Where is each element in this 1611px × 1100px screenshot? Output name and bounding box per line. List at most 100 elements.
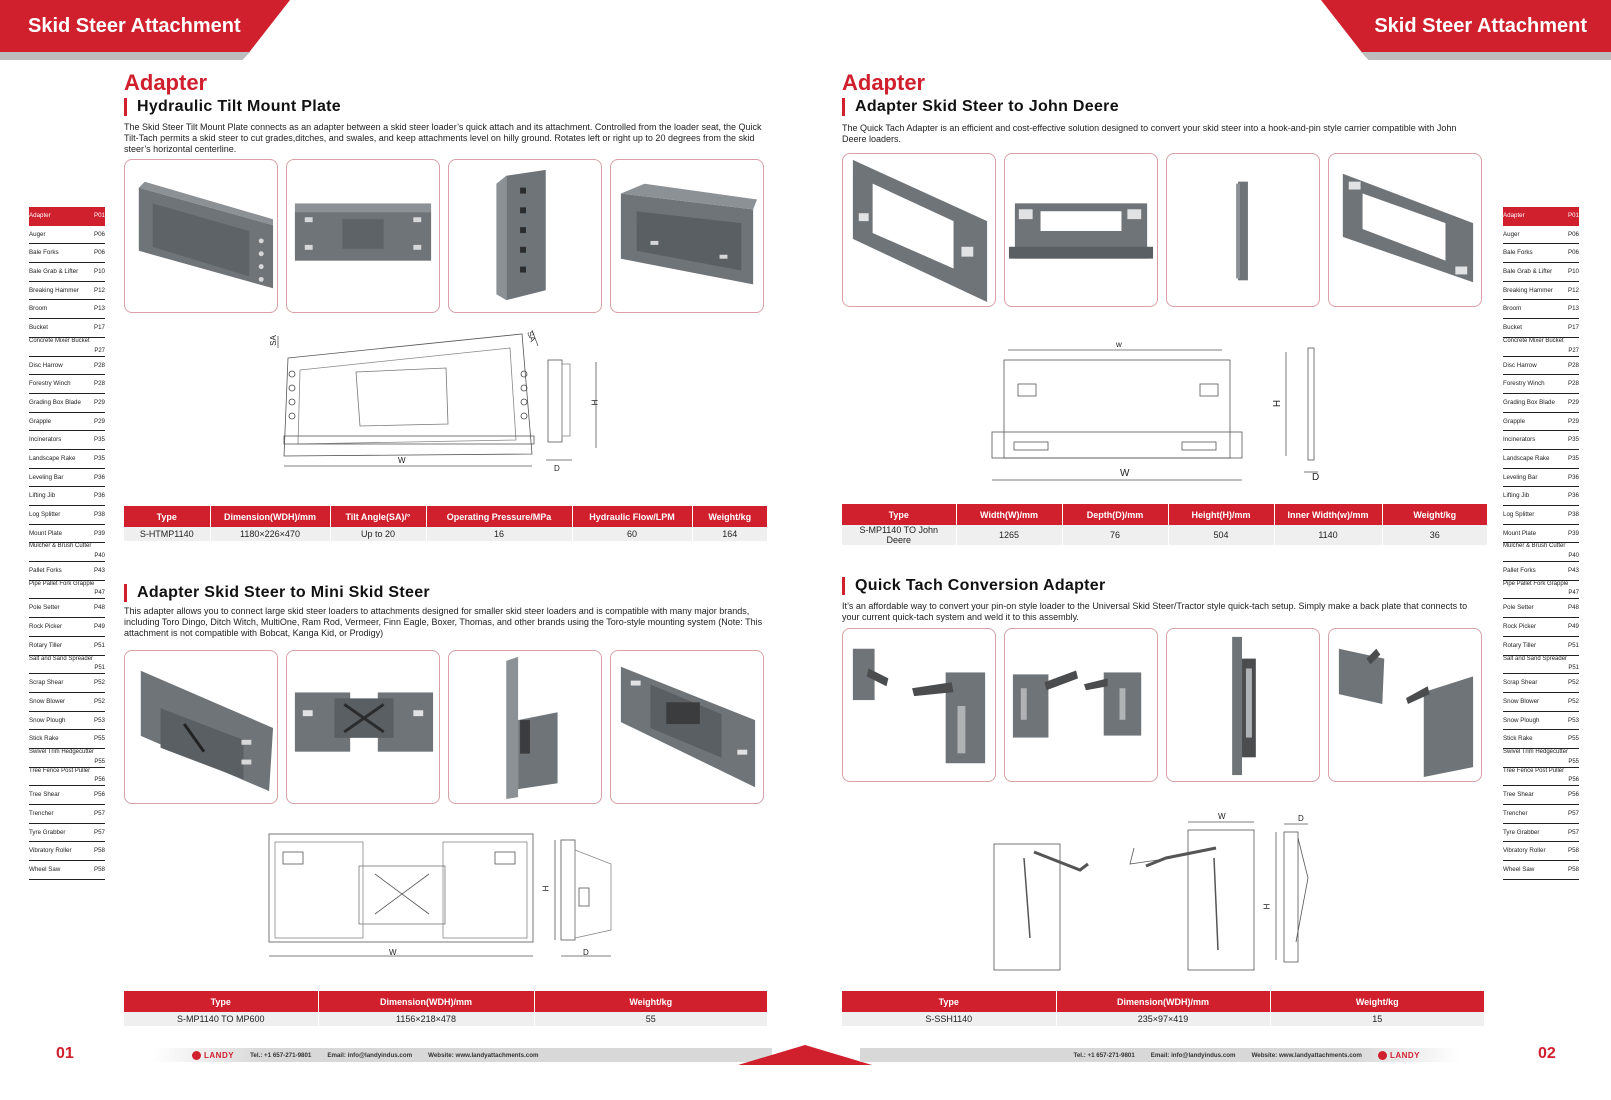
- index-item[interactable]: Wheel Saw P58: [1503, 861, 1579, 880]
- index-item-label: Pipe Pallet Fork Grapple: [1503, 580, 1569, 587]
- left-product2-description: This adapter allows you to connect large…: [124, 606, 763, 638]
- table-cell: 164: [692, 527, 767, 541]
- table-header-row: Type Dimension(WDH)/mm Weight/kg: [124, 991, 767, 1012]
- index-item-label: Landscape Rake: [1503, 454, 1550, 462]
- index-item-page: P28: [1567, 361, 1579, 369]
- index-item-page: P12: [93, 286, 105, 294]
- header-banner-shadow-left: [0, 52, 250, 60]
- index-item-page: P36: [1567, 473, 1579, 481]
- index-item-label: Wheel Saw: [1503, 866, 1535, 874]
- index-item-page: P28: [93, 361, 105, 369]
- index-item-label: Swivel Trim Hedgecutter: [29, 748, 95, 755]
- index-item-page: P58: [1567, 866, 1579, 874]
- index-item-label: Bucket: [29, 324, 48, 332]
- tilt-plate-drawing-label-h: H: [590, 399, 600, 406]
- index-item-label: Tyre Grabber: [29, 828, 66, 836]
- table-header-cell: Dimension(WDH)/mm: [210, 506, 331, 527]
- index-item-label: Grading Box Blade: [1503, 398, 1555, 406]
- table-header-cell: Dimension(WDH)/mm: [1056, 991, 1271, 1012]
- index-item-label: Scrap Shear: [29, 679, 64, 687]
- john-deere-adapter-photo-2: [1004, 153, 1158, 307]
- table-header-cell: Height(H)/mm: [1168, 504, 1275, 525]
- table-header-cell: Depth(D)/mm: [1062, 504, 1169, 525]
- index-item-label: Snow Blower: [29, 697, 66, 705]
- tilt-plate-drawing-label-sa-left: SA: [268, 335, 278, 346]
- table-header-cell: Type: [842, 991, 1057, 1012]
- mini-adapter-drawing-label-h: H: [541, 885, 551, 892]
- quick-tach-photo-1: [842, 628, 996, 782]
